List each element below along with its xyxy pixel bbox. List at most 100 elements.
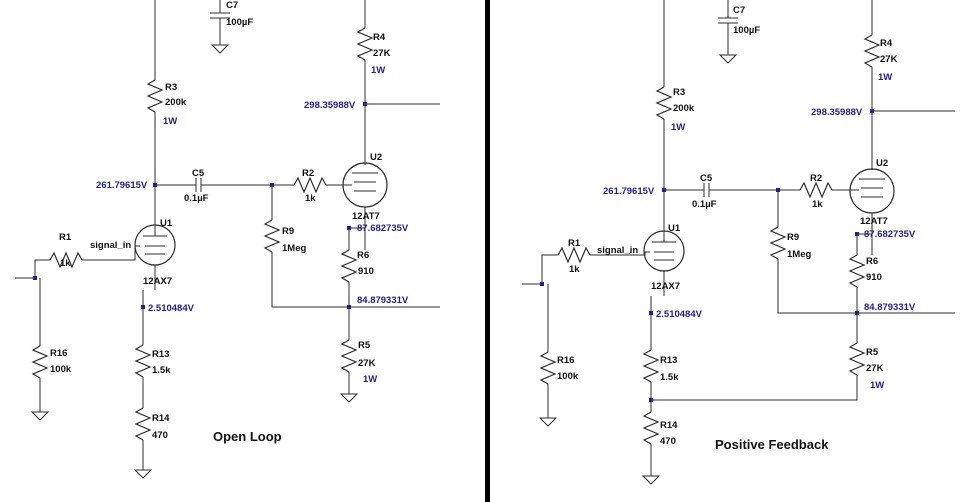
r4-label: R4 [373,32,386,43]
u1-label: U1 [160,218,173,229]
resistor-r3: R3 200k 1W [655,0,695,230]
voltage-u1-plate: 261.79615V [603,186,655,197]
c5-value: 0.1µF [692,199,717,210]
r1-label: R1 [59,232,72,243]
resistor-r9: R9 1Meg [769,190,955,314]
r4-rating: 1W [878,72,892,83]
r5-rating: 1W [870,380,884,391]
resistor-r2: R2 1k [778,173,852,210]
node-u2-cathode [347,226,351,230]
r9-label: R9 [787,232,799,243]
r14-label: R14 [152,413,170,424]
panel-divider [485,0,490,502]
resistor-r3: R3 200k 1W [146,0,187,226]
node-feedback-return [649,398,653,402]
resistor-r4: R4 27K 1W [356,0,440,165]
r16-label: R16 [50,348,67,359]
r3-label: R3 [673,87,685,98]
r6-label: R6 [357,250,369,261]
r6-label: R6 [866,256,878,267]
capacitor-c5: C5 0.1µF [155,168,272,204]
voltage-feedback: 84.879331V [864,302,916,313]
open-loop-schematic: C7 100µF R3 200k 1W R4 27K 1W C5 0.1µF [15,0,440,479]
c5-value: 0.1µF [184,193,209,204]
resistor-r9: R9 1Meg [263,185,440,308]
r9-label: R9 [282,226,294,237]
node-feedback [855,311,859,315]
voltage-u2-cathode: 87.682735V [864,229,916,240]
signal-in-label: signal_in [90,240,131,251]
resistor-r6: R6 910 [340,227,374,340]
r4-value: 27K [373,48,391,59]
resistor-r5: R5 27K 1W [339,339,377,403]
node-u1-plate [662,188,666,192]
u2-label: U2 [876,158,888,169]
tube-u2: U2 12AT7 [849,158,895,255]
node-coupling [776,188,780,192]
c7-value: 100µF [733,25,760,36]
node-coupling [270,183,274,187]
c5-label: C5 [192,168,205,179]
r2-value: 1k [812,199,823,210]
voltage-feedback: 84.879331V [357,295,409,306]
r5-rating: 1W [363,374,377,385]
r13-value: 1.5k [152,365,171,376]
node-feedback [347,305,351,309]
positive-feedback-schematic: C7 100µF R3 200k 1W R4 27K 1W C5 0.1µF [522,0,955,485]
resistor-r13: R13 1.5k [134,290,171,408]
u2-type: 12AT7 [352,211,380,222]
r3-rating: 1W [671,122,685,133]
r5-label: R5 [358,340,371,351]
r2-value: 1k [305,193,316,204]
tube-u1: U1 12AX7 [643,223,685,296]
c5-label: C5 [700,173,713,184]
r6-value: 910 [358,266,374,277]
resistor-r16: R16 100k [538,284,579,427]
node-u2-cathode [855,232,859,236]
node-input [33,276,37,280]
voltage-u2-cathode: 87.682735V [357,223,409,234]
resistor-r16: R16 100k [30,278,72,421]
r4-rating: 1W [371,65,385,76]
signal-in-label: signal_in [597,245,638,256]
resistor-r1: R1 1k signal_in [15,232,140,279]
node-u1-cathode [141,305,145,309]
r6-value: 910 [866,272,882,283]
voltage-u2-plate: 298.35988V [304,100,356,111]
r3-rating: 1W [163,116,177,127]
node-u2-plate [870,109,874,113]
r13-label: R13 [660,355,677,366]
r14-value: 470 [660,436,676,447]
r1-value: 1k [569,264,580,275]
r3-label: R3 [165,82,177,93]
resistor-r13: R13 1.5k [642,296,679,412]
resistor-r4: R4 27K 1W [863,0,955,170]
u2-type: 12AT7 [860,216,888,227]
r2-label: R2 [302,168,314,179]
voltage-u2-plate: 298.35988V [811,107,863,118]
r4-value: 27K [880,54,898,65]
node-u2-plate [363,102,367,106]
r16-value: 100k [557,371,579,382]
capacitor-c7: C7 100µF [718,0,760,64]
r1-label: R1 [568,238,581,249]
voltage-u1-plate: 261.79615V [96,180,148,191]
r3-value: 200k [165,97,187,108]
r3-value: 200k [673,103,695,114]
resistor-r5: R5 27K 1W [651,342,884,401]
resistor-r14: R14 470 [133,407,170,479]
u2-label: U2 [370,152,382,163]
r4-label: R4 [880,38,893,49]
u1-label: U1 [668,223,681,234]
r16-label: R16 [557,355,574,366]
resistor-r1: R1 1k signal_in [522,238,650,285]
voltage-u1-cathode: 2.510484V [656,309,703,320]
c7-label: C7 [733,5,745,16]
r9-value: 1Meg [787,249,811,260]
r1-value: 1k [60,258,71,269]
r5-value: 27K [866,363,884,374]
resistor-r6: R6 910 [848,233,882,343]
left-title: Open Loop [213,429,282,444]
